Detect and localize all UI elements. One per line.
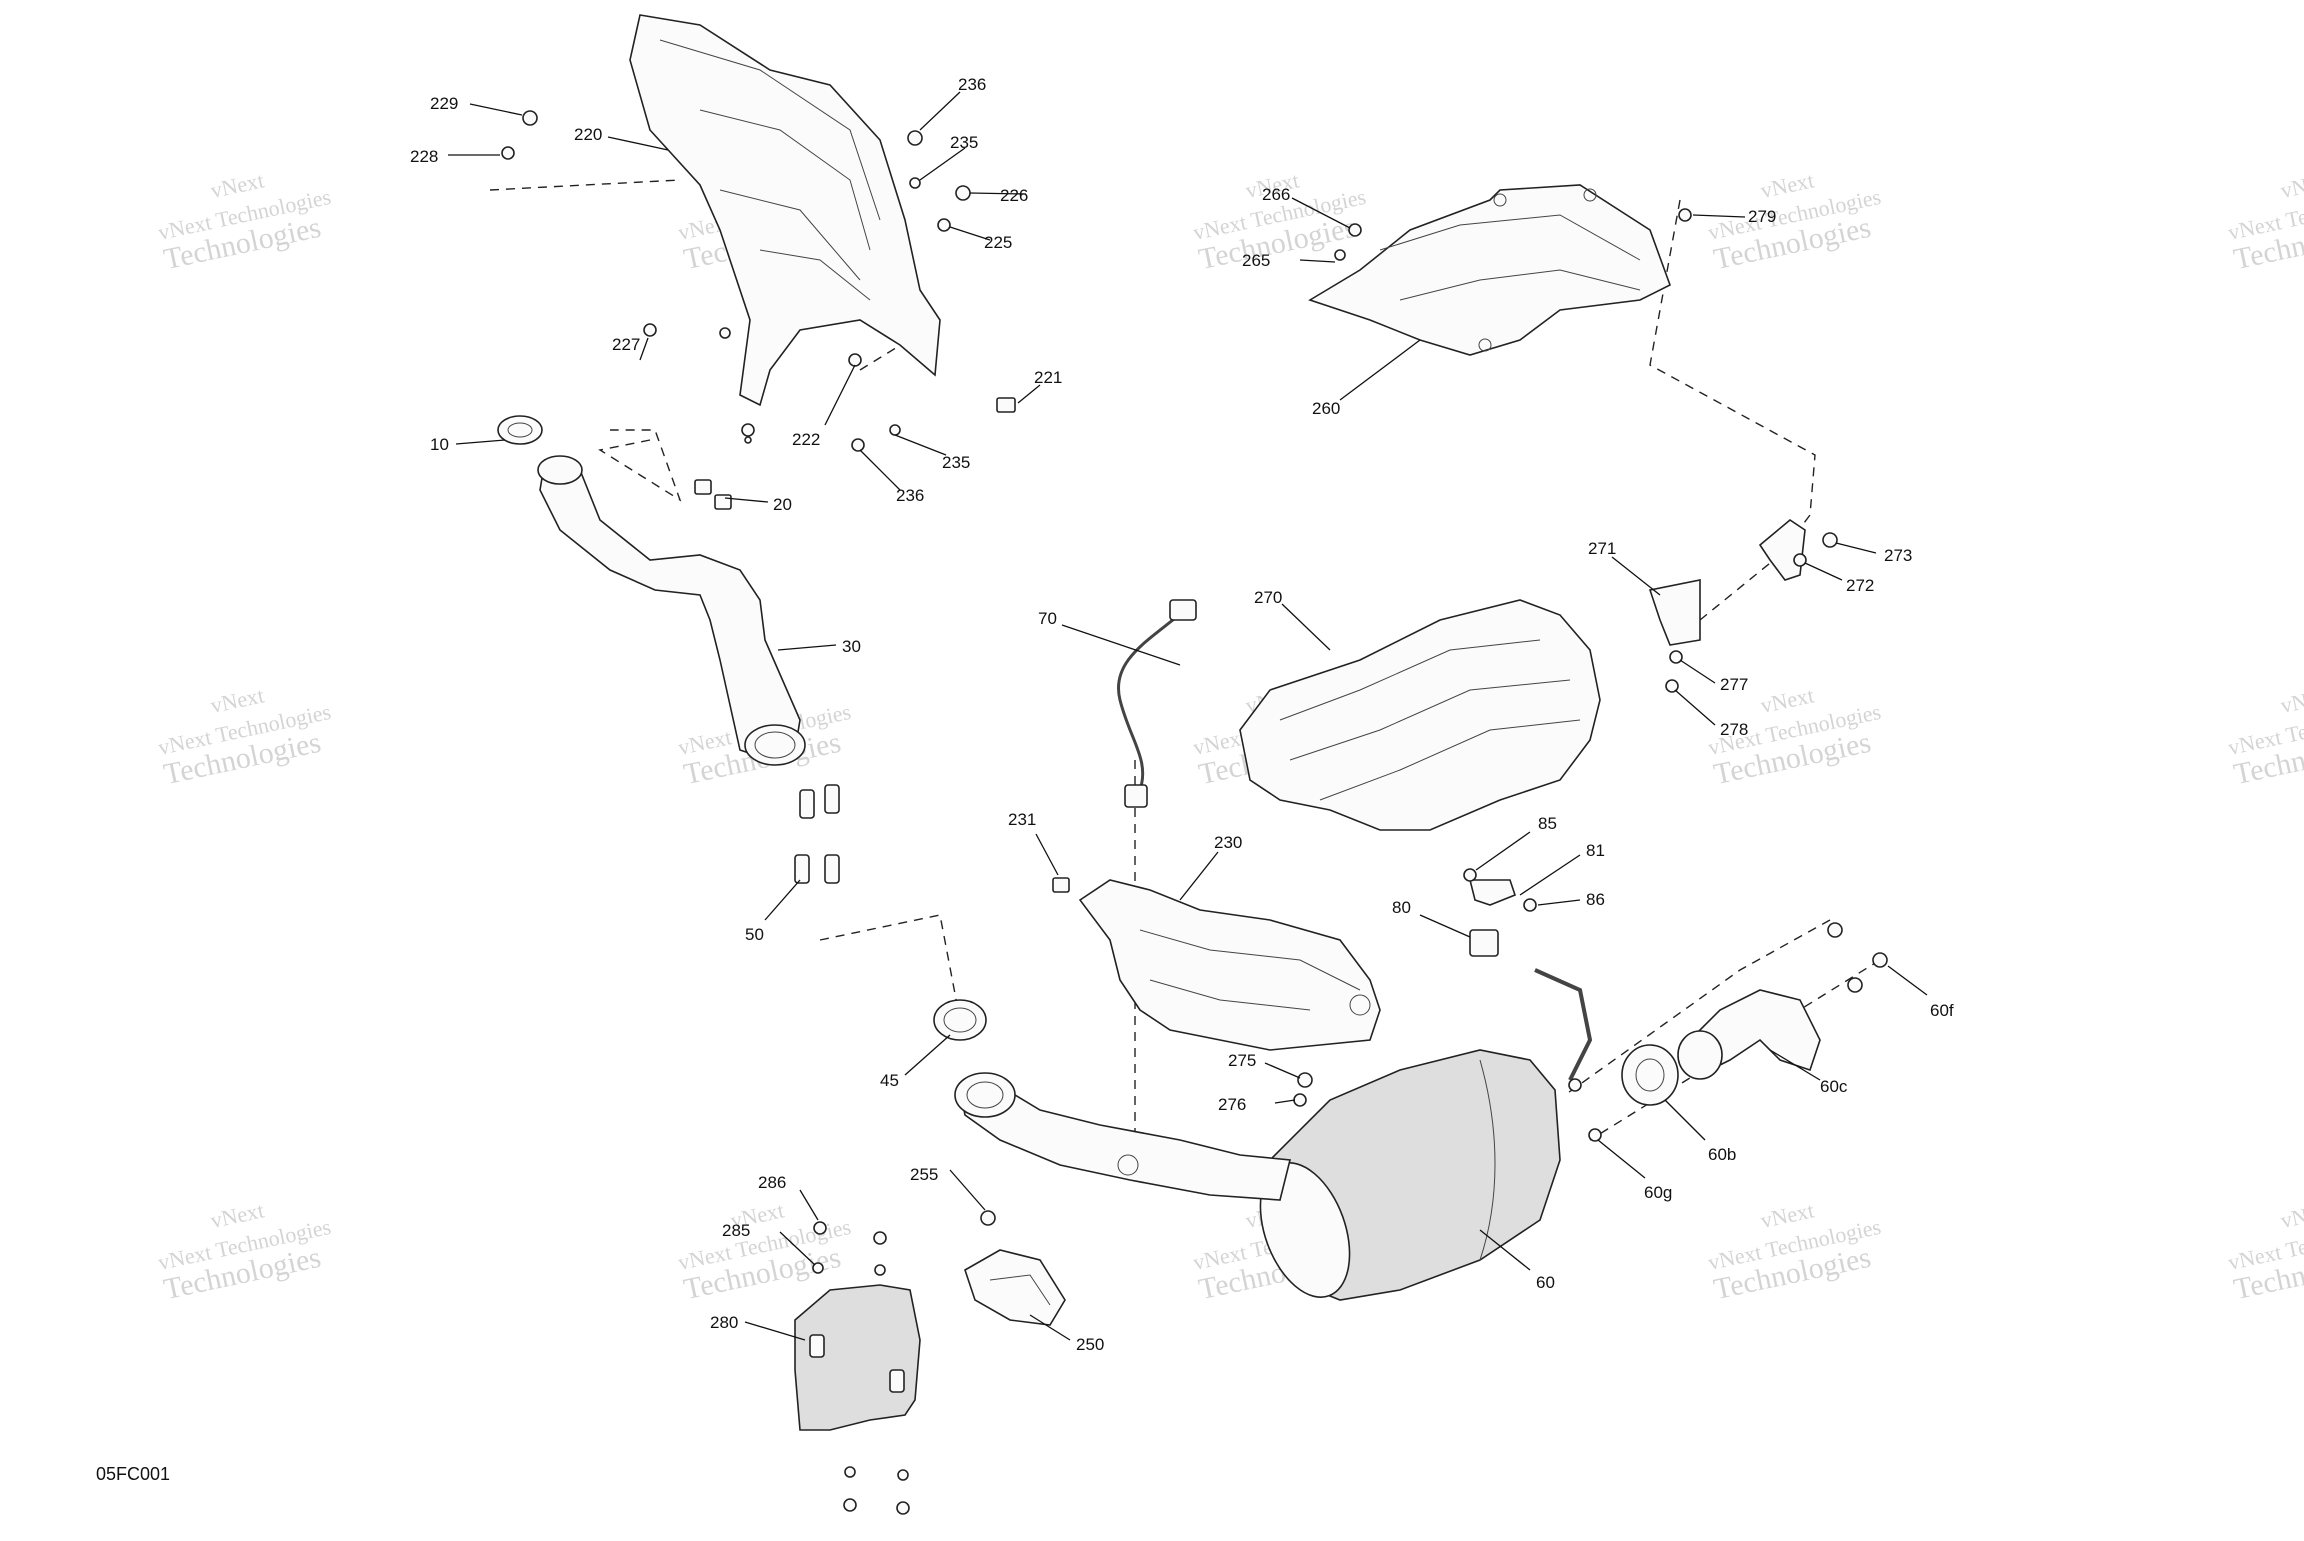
watermark-tag: vNext: [1758, 682, 1816, 718]
callout-275: 275: [1228, 1051, 1256, 1070]
callout-70: 70: [1038, 609, 1057, 628]
callout-271: 271: [1588, 539, 1616, 558]
heat-shield-270: [1239, 599, 1601, 831]
callout-229: 229: [430, 94, 458, 113]
callout-279: 279: [1748, 207, 1776, 226]
watermark-tag: vNext: [2278, 167, 2304, 203]
callout-60b: 60b: [1708, 1145, 1736, 1164]
heat-shield-220: [629, 14, 941, 407]
callout-278: 278: [1720, 720, 1748, 739]
assembly-dashed-lines: [489, 179, 1881, 1150]
callout-226: 226: [1000, 186, 1028, 205]
callout-220: 220: [574, 125, 602, 144]
callout-20: 20: [773, 495, 792, 514]
callout-236-top: 236: [958, 75, 986, 94]
callout-285: 285: [722, 1221, 750, 1240]
sensor-bracket-80-81: [1463, 868, 1537, 957]
header-pipe-30: [537, 455, 806, 766]
callout-270: 270: [1254, 588, 1282, 607]
tailpipe-parts-60: [1568, 922, 1888, 1142]
callout-81: 81: [1586, 841, 1605, 860]
callout-230: 230: [1214, 833, 1242, 852]
fasteners-bottom: [812, 1072, 1313, 1515]
callout-50: 50: [745, 925, 764, 944]
callout-236-bottom: 236: [896, 486, 924, 505]
callout-60: 60: [1536, 1273, 1555, 1292]
callout-260: 260: [1312, 399, 1340, 418]
callout-60c: 60c: [1820, 1077, 1848, 1096]
callout-265: 265: [1242, 251, 1270, 270]
studs-50: [794, 784, 840, 884]
callout-266: 266: [1262, 185, 1290, 204]
watermark-tag: vNext: [1758, 1197, 1816, 1233]
callout-235-bottom: 235: [942, 453, 970, 472]
fasteners-top: [501, 110, 1692, 693]
mid-pipe: [954, 1072, 1292, 1201]
gasket-10: [497, 415, 543, 445]
watermark-tag: vNext: [208, 682, 266, 718]
callout-250: 250: [1076, 1335, 1104, 1354]
callout-30: 30: [842, 637, 861, 656]
callout-10: 10: [430, 435, 449, 454]
brackets-271-272: [1648, 519, 1838, 646]
callout-222: 222: [792, 430, 820, 449]
callout-235-top: 235: [950, 133, 978, 152]
callout-85: 85: [1538, 814, 1557, 833]
callout-labels: 229 228 220 236 235 226 225 227 222 221 …: [410, 75, 1954, 1354]
callout-221: 221: [1034, 368, 1062, 387]
callout-255: 255: [910, 1165, 938, 1184]
callout-273: 273: [1884, 546, 1912, 565]
callout-60g: 60g: [1644, 1183, 1672, 1202]
watermark-tag: vNext: [208, 167, 266, 203]
heat-shield-260: [1308, 184, 1671, 356]
callout-80: 80: [1392, 898, 1411, 917]
callout-60f: 60f: [1930, 1001, 1954, 1020]
watermark-tag: vNext: [1758, 167, 1816, 203]
figure-code: 05FC001: [96, 1464, 170, 1484]
watermark-tag: vNext: [208, 1197, 266, 1233]
callout-231: 231: [1008, 810, 1036, 829]
callout-225: 225: [984, 233, 1012, 252]
callout-280: 280: [710, 1313, 738, 1332]
clip-231: [1052, 877, 1070, 893]
callout-286: 286: [758, 1173, 786, 1192]
callout-227: 227: [612, 335, 640, 354]
watermark-tag: vNext: [2278, 682, 2304, 718]
callout-86: 86: [1586, 890, 1605, 909]
leader-lines: [448, 91, 1928, 1341]
callout-276: 276: [1218, 1095, 1246, 1114]
watermark-tag: vNext: [2278, 1197, 2304, 1233]
heat-shield-250: [964, 1249, 1066, 1326]
callout-228: 228: [410, 147, 438, 166]
ring-45: [933, 999, 987, 1041]
clips-20: [694, 479, 732, 510]
callout-277: 277: [1720, 675, 1748, 694]
callout-45: 45: [880, 1071, 899, 1090]
heat-shield-280: [794, 1284, 921, 1431]
callout-272: 272: [1846, 576, 1874, 595]
oxygen-sensor-70: [1117, 599, 1197, 808]
heat-shield-230: [1078, 879, 1381, 1051]
